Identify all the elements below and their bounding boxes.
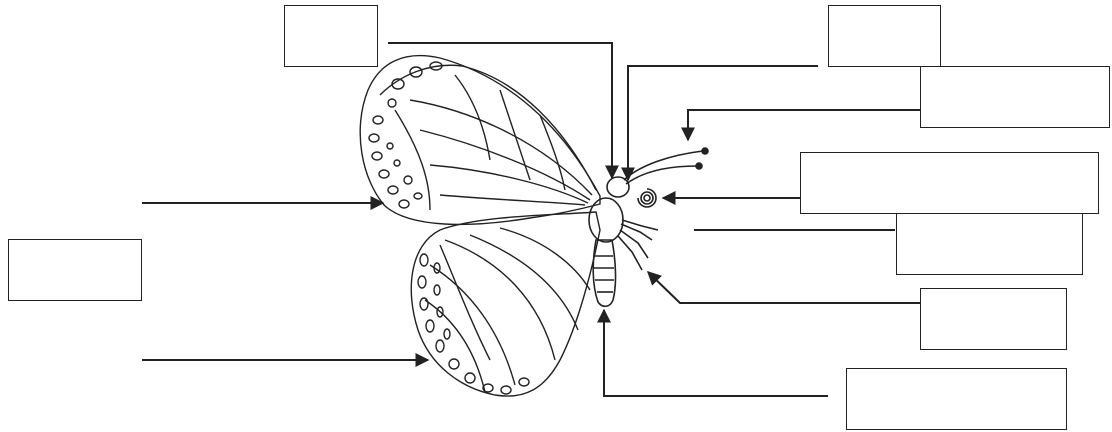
pointer-lines bbox=[142, 43, 920, 396]
abdomen bbox=[593, 240, 615, 306]
pointer-bottom-right bbox=[604, 310, 828, 396]
label-box-bottom-right[interactable] bbox=[846, 368, 1067, 430]
label-box-top-right[interactable] bbox=[828, 5, 941, 67]
label-box-top-center[interactable] bbox=[284, 5, 378, 67]
hindwing bbox=[411, 212, 600, 396]
label-text bbox=[897, 214, 1082, 222]
label-box-left[interactable] bbox=[8, 239, 142, 301]
label-text bbox=[829, 6, 940, 14]
label-text bbox=[285, 6, 377, 14]
legs bbox=[618, 220, 658, 270]
label-box-right-1[interactable] bbox=[920, 66, 1110, 128]
butterfly-body bbox=[589, 148, 708, 306]
label-box-right-3[interactable] bbox=[896, 213, 1083, 275]
forewing bbox=[360, 56, 600, 225]
thorax bbox=[589, 198, 623, 242]
antenna bbox=[626, 166, 697, 184]
label-text bbox=[801, 153, 1098, 161]
label-text bbox=[921, 67, 1109, 75]
label-box-right-4[interactable] bbox=[920, 288, 1067, 350]
pointer-top-center bbox=[388, 43, 612, 178]
proboscis bbox=[638, 189, 656, 207]
label-text bbox=[921, 289, 1066, 297]
pointer-right-4 bbox=[648, 272, 920, 303]
pointer-right-1 bbox=[688, 110, 920, 140]
head bbox=[607, 177, 629, 197]
label-text bbox=[9, 240, 141, 248]
label-box-right-2[interactable] bbox=[800, 152, 1099, 214]
pointer-top-right bbox=[628, 66, 818, 180]
label-text bbox=[847, 369, 1066, 377]
